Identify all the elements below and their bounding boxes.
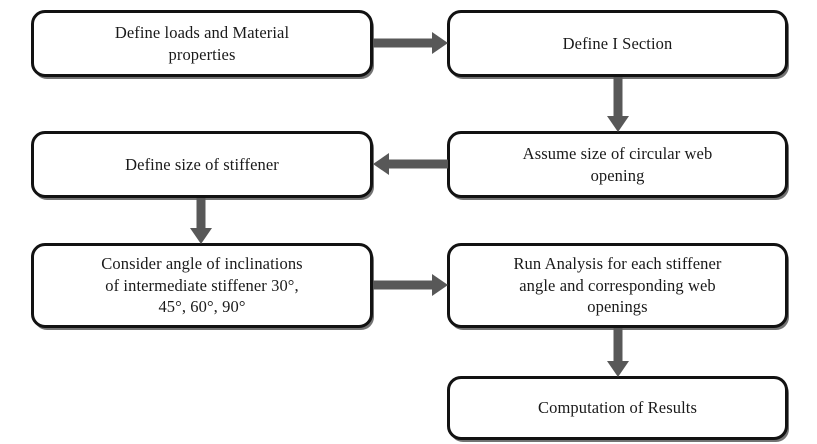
arrow-head [432,32,448,54]
node-label: Define size of stiffener [125,154,279,174]
arrow-left-icon-web-to-stiffener [373,153,448,175]
node-label: Consider angle of inclinations of interm… [101,254,303,317]
node-define-size-of-stiffener[interactable]: Define size of stiffener [31,131,373,198]
node-label: Define loads and Material properties [114,23,290,64]
node-label: Computation of Results [538,398,697,418]
node-assume-size-circular-web-opening[interactable]: Assume size of circular web opening [447,131,788,198]
arrow-right-icon-load-to-isection [373,32,448,54]
arrow-shaft [373,280,433,290]
arrow-shaft [196,198,206,229]
node-label: Define I Section [562,33,673,53]
node-define-loads-material[interactable]: Define loads and Material properties [31,10,373,77]
node-label: Run Analysis for each stiffener angle an… [513,254,722,317]
node-define-i-section[interactable]: Define I Section [447,10,788,77]
arrow-shaft [373,38,433,48]
arrow-head [432,274,448,296]
arrow-down-icon-isection-to-web [607,77,629,132]
node-label: Assume size of circular web opening [522,144,713,185]
arrow-down-icon-stiffener-to-angle [190,198,212,244]
arrow-down-icon-run-to-computation [607,328,629,377]
arrow-head [373,153,389,175]
node-run-analysis[interactable]: Run Analysis for each stiffener angle an… [447,243,788,328]
node-consider-angle-of-inclinations[interactable]: Consider angle of inclinations of interm… [31,243,373,328]
arrow-shaft [388,159,448,169]
arrow-head [607,361,629,377]
node-computation-of-results[interactable]: Computation of Results [447,376,788,440]
arrow-shaft [613,77,623,117]
arrow-head [607,116,629,132]
arrow-shaft [613,328,623,362]
arrow-right-icon-angle-to-run [373,274,448,296]
arrow-head [190,228,212,244]
